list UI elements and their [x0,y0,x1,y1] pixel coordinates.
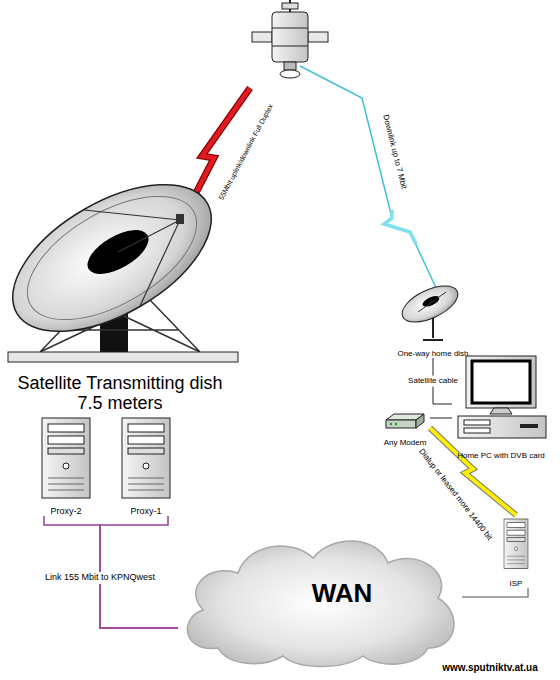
node-label: One-way home dish [397,349,468,358]
home-pc-node: Home PC with DVB card [452,352,550,460]
modem [386,414,424,428]
downlink-bolt-part [300,66,438,292]
home-pc-part [490,408,512,414]
modem-part [386,420,416,428]
satellite-part [252,32,272,42]
home-dish-part [397,279,463,330]
home-pc-part [466,356,536,408]
isp-node: ISP [496,515,536,588]
downlink-label: Downlink up to 7 Mbit [380,114,407,190]
home-dish-part [418,292,446,312]
satellite [252,0,328,78]
transmitting-dish-part [8,352,238,362]
node-label: WAN [312,579,373,609]
downlink-bolt-part [384,210,416,244]
connector [430,418,452,419]
satellite-part [282,3,298,9]
modem-part [395,423,397,425]
proxy-server-node: Proxy-2 [36,412,96,516]
node-label: Home PC with DVB card [457,451,545,460]
home-pc-part [520,424,538,428]
node-label: Proxy-1 [130,506,161,516]
home-dish-part [421,294,441,309]
home-dish-part [423,339,443,341]
isp-server [504,519,528,569]
home-pc-part [464,420,490,425]
connector-line [430,418,452,419]
transmitting-dish-part [0,155,235,362]
transmitting-dish [0,155,238,362]
node-label: Satellite Transmitting dish 7.5 meters [12,373,228,414]
connector [462,588,528,597]
home-pc-part [472,361,530,403]
proxy-servers-part [42,418,90,498]
home-pc-part [464,428,490,433]
home-pc-part [458,416,546,438]
home-pc [458,356,546,438]
node-label: Proxy-2 [50,506,81,516]
satellite-part [272,46,308,47]
transmitting-dish-part [84,210,180,306]
modem-node: Any Modem [380,410,430,447]
home-dish [397,279,463,340]
watermark: www.sputniktv.at.ua [442,662,538,673]
satellite-part [280,70,300,78]
satellite-part [308,32,328,42]
satellite-part [272,28,308,29]
transmitting-dish-part [176,214,184,224]
cloud-outline [187,541,454,667]
isp-server-part [504,519,528,569]
node-label: Any Modem [384,438,427,447]
wan-cloud: WAN [178,528,462,668]
connector-label: Dialup or leased more 14400 bit [417,448,494,543]
home-dish-node: One-way home dish [394,285,471,358]
connector-label: Link 155 Mbit to KPNQwest [42,572,158,584]
transmitting-dish-node: Satellite Transmitting dish 7.5 meters [4,185,236,414]
proxy-servers-part [122,418,170,498]
downlink-bolt [300,66,438,292]
transmitting-dish-part [8,171,217,345]
satellite-part [284,62,296,70]
connector-line [462,588,528,597]
node-label: ISP [510,579,523,588]
satellite-part [272,12,308,62]
proxy-servers [42,418,170,498]
uplink-label: 55Mbit uplink/downlink Full Duplex [217,103,274,201]
modem-part [416,414,424,428]
proxy-server-node: Proxy-1 [116,412,176,516]
modem-part [390,423,392,425]
connector-label: Satellite cable [405,376,461,387]
